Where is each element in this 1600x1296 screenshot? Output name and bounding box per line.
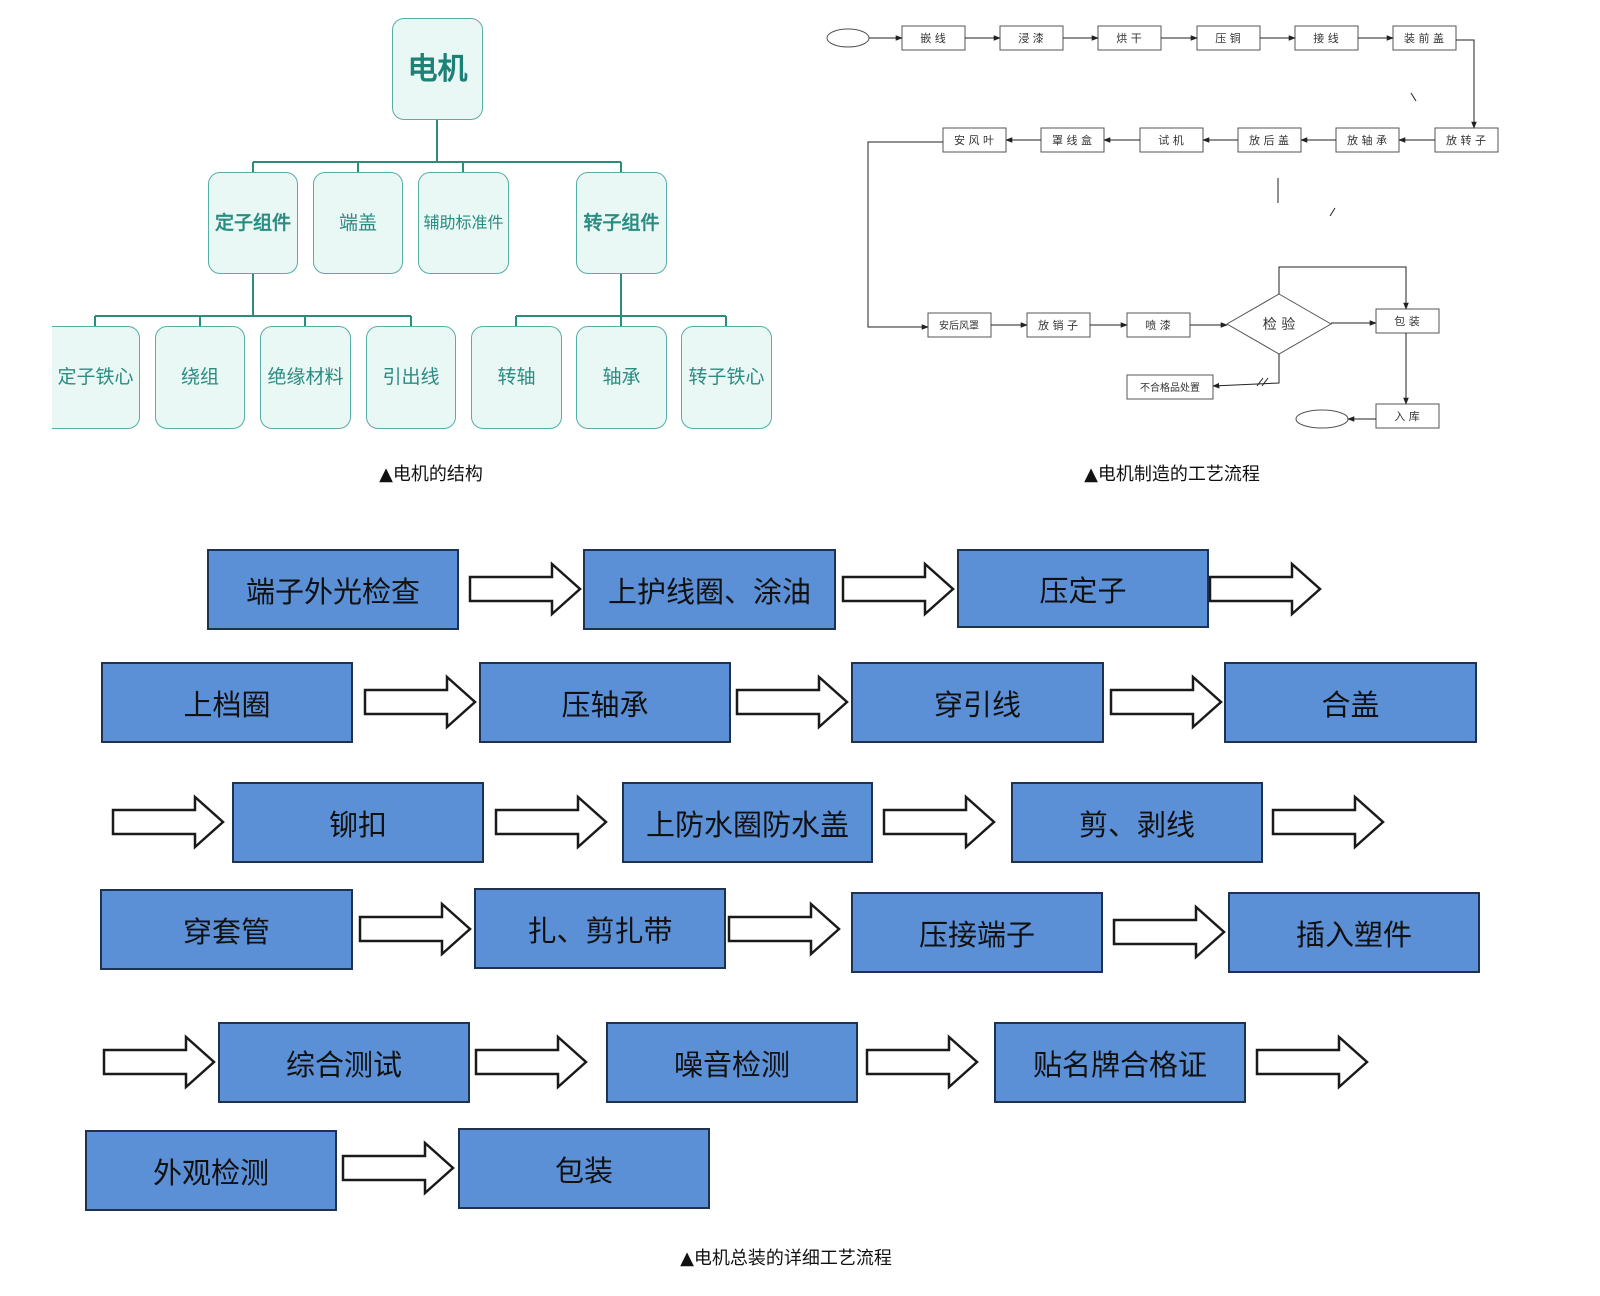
assembly-step-4: 上档圈 xyxy=(101,662,353,743)
assembly-step-13: 压接端子 xyxy=(851,892,1103,973)
flow-box-front-cover xyxy=(1392,25,1457,51)
tree-node-end-cover: 端盖 xyxy=(313,172,403,274)
tree-node-winding: 绕组 xyxy=(155,326,245,429)
flow-box-junction-box xyxy=(1040,127,1105,153)
flow-box-reject-handling xyxy=(1126,374,1214,400)
assembly-step-3: 压定子 xyxy=(957,549,1209,628)
flow-box-packing xyxy=(1375,308,1440,334)
flow-arrow-1 xyxy=(468,561,582,617)
caption-assembly: ▲电机总装的详细工艺流程 xyxy=(680,1248,892,1269)
assembly-step-7: 合盖 xyxy=(1224,662,1477,743)
flow-label-press-copper: 压 铜 xyxy=(1215,31,1241,45)
flow-label-fan-blade: 安 风 叶 xyxy=(954,133,994,147)
assembly-step-11: 穿套管 xyxy=(100,889,353,970)
flow-arrow-8 xyxy=(494,794,608,850)
motor-structure-tree: 电机 定子组件 端盖 辅助标准件 转子组件 定子铁心 绕组 绝缘材料 引出线 转… xyxy=(0,0,820,450)
caption-structure: ▲电机的结构 xyxy=(379,464,483,485)
assembly-step-8: 铆扣 xyxy=(232,782,484,863)
assembly-step-15: 综合测试 xyxy=(218,1022,470,1103)
flow-arrow-12 xyxy=(727,901,841,957)
flow-label-place-pin: 放 销 子 xyxy=(1038,318,1078,332)
assembly-step-19: 包装 xyxy=(458,1128,710,1209)
flow-label-spray-paint: 喷 漆 xyxy=(1145,319,1171,332)
flow-box-spray-paint xyxy=(1126,312,1191,338)
tree-connectors xyxy=(94,120,727,326)
tree-node-auxiliary-parts: 辅助标准件 xyxy=(418,172,509,274)
tree-node-lead-wire: 引出线 xyxy=(366,326,456,429)
flow-arrow-17 xyxy=(1255,1034,1369,1090)
assembly-step-16: 噪音检测 xyxy=(606,1022,858,1103)
flow-end-terminal xyxy=(1295,409,1349,429)
flow-arrow-3 xyxy=(1208,561,1322,617)
assembly-flow: 端子外光检查 上护线圈、涂油 压定子 上档圈 压轴承 穿引线 合盖 铆扣 上防水… xyxy=(0,540,1600,1220)
flow-box-test-run xyxy=(1139,127,1204,153)
flow-label-packing: 包 装 xyxy=(1394,315,1420,328)
assembly-step-6: 穿引线 xyxy=(851,662,1104,743)
flow-label-front-cover: 装 前 盖 xyxy=(1404,31,1444,45)
assembly-step-17: 贴名牌合格证 xyxy=(994,1022,1246,1103)
tree-root-motor: 电机 xyxy=(392,18,483,120)
flow-arrow-10 xyxy=(1271,794,1385,850)
tree-node-insulation: 绝缘材料 xyxy=(260,326,351,429)
tree-node-shaft: 转轴 xyxy=(471,326,562,429)
assembly-step-18: 外观检测 xyxy=(85,1130,337,1211)
flow-box-rear-cover xyxy=(1237,127,1302,153)
assembly-step-10: 剪、剥线 xyxy=(1011,782,1263,863)
flowchart-svg: 嵌 线 浸 漆 烘 干 压 铜 接 线 装 前 盖 放 转 子 放 轴 承 放 … xyxy=(826,25,1499,429)
manufacturing-flowchart: 嵌 线 浸 漆 烘 干 压 铜 接 线 装 前 盖 放 转 子 放 轴 承 放 … xyxy=(820,0,1600,450)
tree-node-rotor-assembly: 转子组件 xyxy=(576,172,667,274)
flow-label-dry: 烘 干 xyxy=(1116,31,1142,45)
assembly-arrows xyxy=(102,561,1385,1196)
flow-arrow-15 xyxy=(474,1034,588,1090)
flow-label-varnish: 浸 漆 xyxy=(1018,32,1044,45)
flow-label-junction-box: 罩 线 盒 xyxy=(1052,133,1092,147)
caption-process-flow: ▲电机制造的工艺流程 xyxy=(1084,464,1260,485)
assembly-step-9: 上防水圈防水盖 xyxy=(622,782,873,863)
flow-arrow-7 xyxy=(111,794,225,850)
flow-label-connect-wire: 接 线 xyxy=(1313,31,1339,45)
flow-arrow-14 xyxy=(102,1034,216,1090)
tree-node-bearing: 轴承 xyxy=(576,326,667,429)
flow-arrow-2 xyxy=(841,561,955,617)
flow-arrow-18 xyxy=(341,1140,455,1196)
tree-node-rotor-core: 转子铁心 xyxy=(681,326,772,429)
flow-arrow-9 xyxy=(882,794,996,850)
flow-arrow-5 xyxy=(735,674,849,730)
assembly-step-5: 压轴承 xyxy=(479,662,731,743)
flow-arrow-13 xyxy=(1112,904,1226,960)
flow-label-rear-hood: 安后风罩 xyxy=(939,319,979,332)
flow-arrow-11 xyxy=(358,901,472,957)
flow-label-storage: 入 库 xyxy=(1394,410,1420,423)
flow-label-test-run: 试 机 xyxy=(1158,133,1184,147)
flow-label-embed-wire: 嵌 线 xyxy=(920,31,946,45)
flow-label-place-rotor: 放 转 子 xyxy=(1446,133,1486,147)
flow-label-rear-cover: 放 后 盖 xyxy=(1249,133,1289,147)
assembly-step-2: 上护线圈、涂油 xyxy=(583,549,836,630)
tree-node-stator-assembly: 定子组件 xyxy=(208,172,298,274)
flow-arrow-4 xyxy=(363,674,477,730)
flow-label-inspection: 检 验 xyxy=(1263,317,1295,333)
assembly-step-14: 插入塑件 xyxy=(1228,892,1480,973)
flow-label-reject: 不合格品处置 xyxy=(1140,381,1200,394)
flow-arrow-6 xyxy=(1109,674,1223,730)
flow-box-storage xyxy=(1375,403,1440,429)
assembly-step-12: 扎、剪扎带 xyxy=(474,888,726,969)
assembly-step-1: 端子外光检查 xyxy=(207,549,459,630)
flow-box-place-rotor xyxy=(1434,127,1499,153)
tree-node-stator-core: 定子铁心 xyxy=(52,326,140,429)
flow-label-place-bearing: 放 轴 承 xyxy=(1347,133,1387,147)
flow-start-terminal xyxy=(826,28,870,48)
flow-arrow-16 xyxy=(865,1034,979,1090)
